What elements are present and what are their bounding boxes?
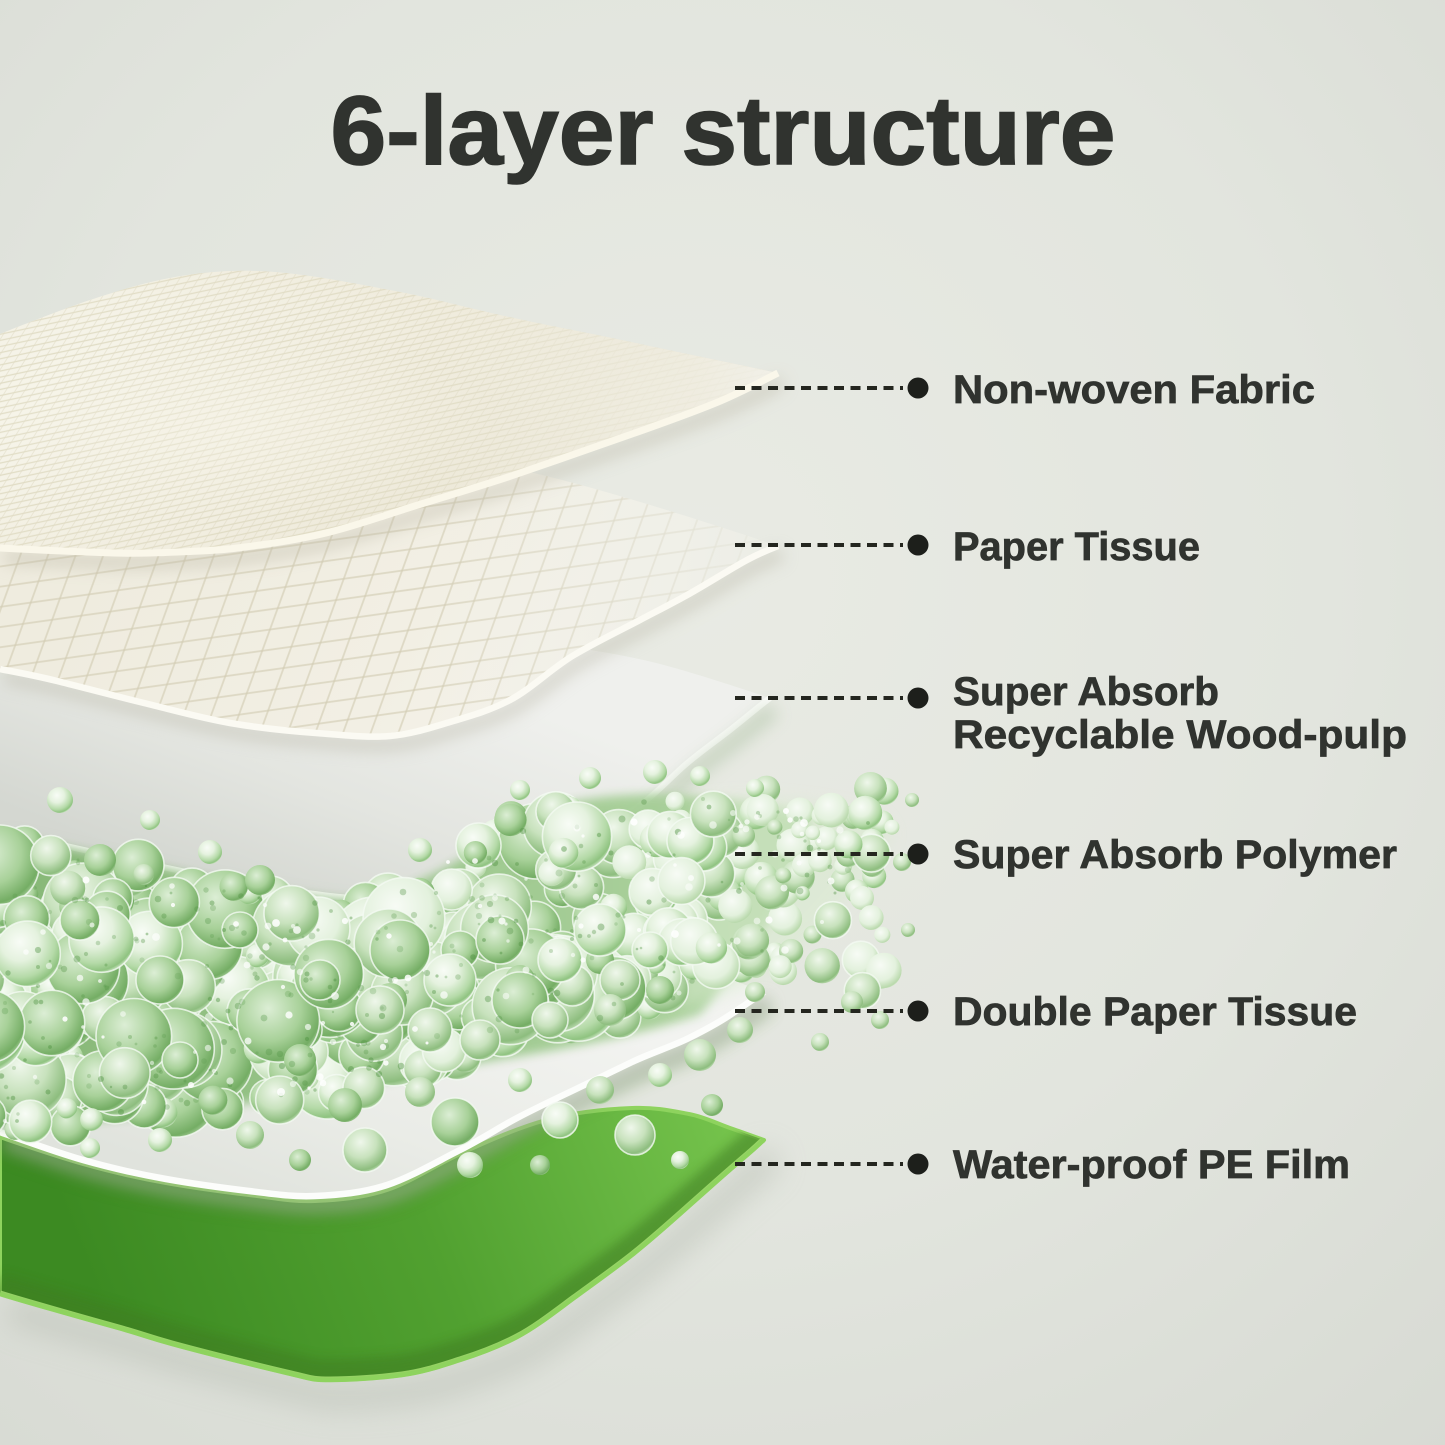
svg-text:Paper Tissue: Paper Tissue — [953, 525, 1200, 569]
svg-text:Water-proof PE Film: Water-proof PE Film — [953, 1143, 1350, 1187]
svg-text:6-layer structure: 6-layer structure — [331, 76, 1116, 185]
svg-text:Super Absorb Polymer: Super Absorb Polymer — [953, 833, 1397, 877]
svg-text:Double Paper Tissue: Double Paper Tissue — [953, 990, 1357, 1034]
svg-text:Recyclable Wood-pulp: Recyclable Wood-pulp — [953, 713, 1407, 757]
svg-text:Non-woven Fabric: Non-woven Fabric — [953, 368, 1315, 412]
svg-text:Super Absorb: Super Absorb — [953, 670, 1219, 714]
